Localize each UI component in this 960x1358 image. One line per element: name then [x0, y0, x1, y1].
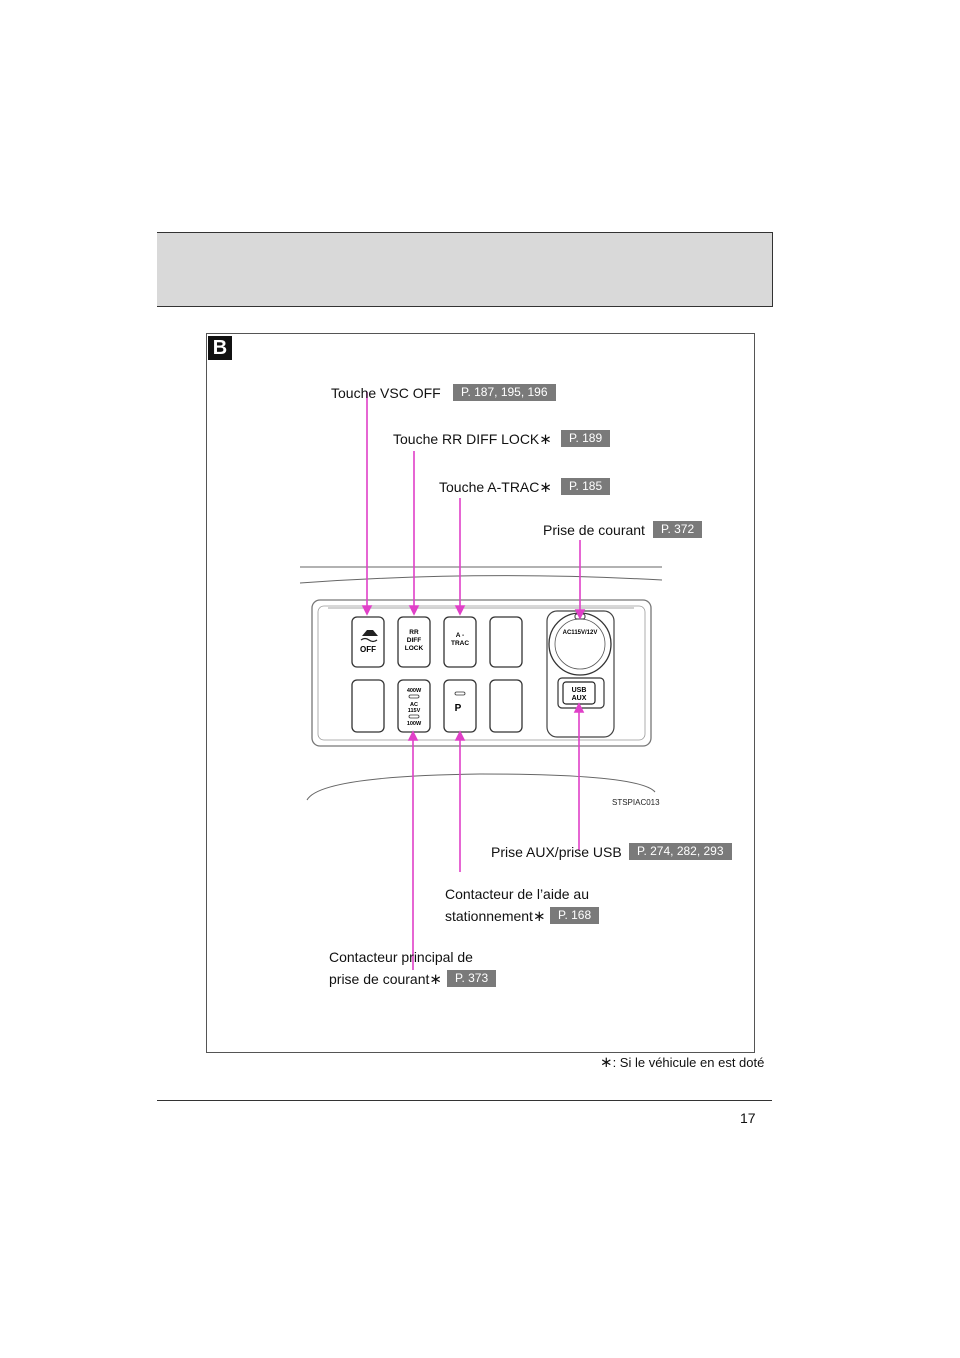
- page-number: 17: [740, 1110, 756, 1126]
- aux-text: AUX: [572, 695, 587, 702]
- aux-usb-label: Prise AUX/prise USB: [491, 844, 622, 860]
- parking-text: P: [455, 703, 462, 714]
- main-outlet-ref[interactable]: P. 373: [447, 970, 497, 987]
- blank-button-bottom-left: [351, 679, 385, 733]
- parking-assist-label-line2: stationnement∗: [445, 908, 546, 925]
- rr-diff-lock-button: [397, 616, 431, 668]
- power-outlet-ref[interactable]: P. 372: [653, 521, 703, 538]
- rr-text-1: RR: [409, 629, 419, 636]
- power-outlet-label: Prise de courant: [543, 522, 645, 538]
- section-badge: B: [208, 336, 232, 360]
- a-trac-mark: ∗: [539, 479, 552, 496]
- figure-code: STSPIAC013: [612, 798, 660, 807]
- outlet-text-2: AC: [410, 702, 418, 708]
- a-trac-button: [443, 616, 477, 668]
- parking-assist-label-line1: Contacteur de l’aide au: [445, 886, 589, 902]
- leader-lines: [361, 392, 586, 970]
- vsc-button-text: OFF: [360, 645, 376, 654]
- blank-button-top: [489, 616, 523, 668]
- blank-button-bottom-right: [489, 679, 523, 733]
- rr-text-3: LOCK: [405, 645, 424, 652]
- panel-inner: [317, 605, 646, 741]
- vsc-off-label: Touche VSC OFF: [331, 385, 441, 401]
- rr-diff-lock-mark: ∗: [539, 431, 552, 448]
- console-curve: [306, 773, 656, 801]
- main-outlet-label-line1: Contacteur principal de: [329, 949, 473, 965]
- rr-diff-lock-label: Touche RR DIFF LOCK∗: [393, 431, 552, 448]
- a-trac-text: Touche A-TRAC: [439, 479, 540, 495]
- dash-curve: [299, 575, 663, 584]
- power-outlet-cap: [548, 612, 612, 676]
- outlet-text-1: 400W: [407, 688, 422, 694]
- footer-rule: [157, 1100, 772, 1101]
- parking-assist-mark: ∗: [532, 908, 546, 925]
- vsc-off-ref[interactable]: P. 187, 195, 196: [453, 384, 556, 401]
- usb-text: USB: [572, 687, 587, 694]
- rr-text-2: DIFF: [407, 637, 421, 644]
- outlet-text-3: 115V: [408, 708, 421, 714]
- rr-diff-lock-ref[interactable]: P. 189: [561, 430, 611, 447]
- main-outlet-label-line2: prise de courant∗: [329, 971, 442, 988]
- footnote: ∗: Si le véhicule en est doté: [600, 1053, 764, 1071]
- footnote-mark: ∗: [600, 1054, 613, 1071]
- a-trac-label: Touche A-TRAC∗: [439, 479, 552, 496]
- outlet-main-switch: [397, 679, 431, 733]
- rr-diff-lock-text: Touche RR DIFF LOCK: [393, 431, 540, 447]
- vsc-car-icon: [362, 630, 378, 636]
- a-trac-ref[interactable]: P. 185: [561, 478, 611, 495]
- vsc-off-button: [351, 616, 385, 668]
- main-outlet-text: prise de courant: [329, 971, 430, 987]
- aux-usb-ref[interactable]: P. 274, 282, 293: [629, 843, 732, 860]
- cap-text: AC115V/12V: [563, 630, 598, 636]
- outlet-text-4: 100W: [407, 721, 422, 727]
- parking-assist-ref[interactable]: P. 168: [550, 907, 600, 924]
- main-outlet-mark: ∗: [429, 971, 442, 988]
- parking-assist-text: stationnement: [445, 908, 533, 924]
- footnote-text: : Si le véhicule en est doté: [612, 1055, 765, 1070]
- header-band: [157, 232, 773, 307]
- atrac-text-1: A -: [456, 632, 464, 639]
- atrac-text-2: TRAC: [451, 640, 469, 647]
